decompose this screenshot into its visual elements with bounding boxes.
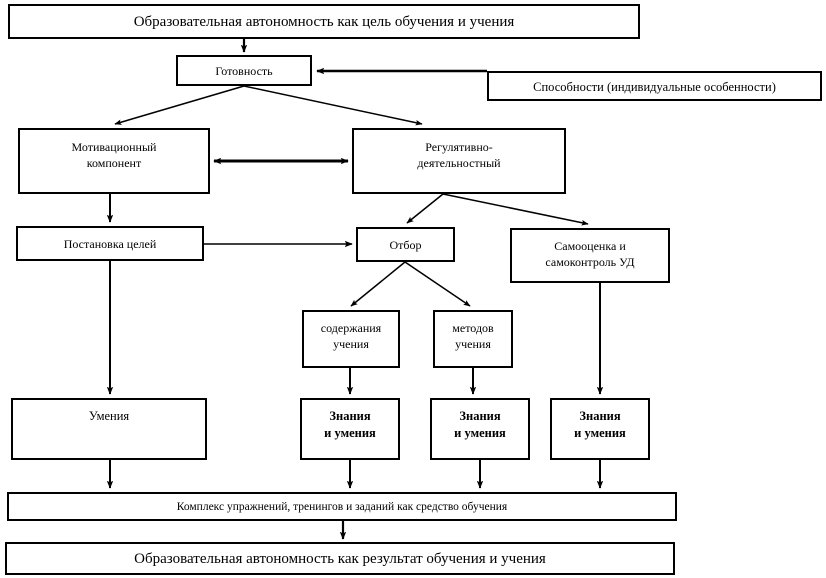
node-knowledge-skills-3-label: Знания и умения (574, 409, 626, 440)
node-abilities: Способности (индивидуальные особенности) (487, 71, 822, 101)
edge-regulative-to-self-evaluation (442, 193, 589, 226)
node-regulative-activity-label: Регулятивно- деятельностный (417, 140, 501, 171)
node-selection: Отбор (356, 227, 455, 262)
node-self-evaluation-label: Самооценка и самоконтроль УД (545, 239, 635, 270)
edge-readiness-to-motivational (114, 85, 245, 125)
node-knowledge-skills-1-label: Знания и умения (324, 409, 376, 440)
node-methods-of-learning: методов учения (433, 310, 513, 368)
node-skills-label: Умения (88, 409, 130, 423)
node-knowledge-skills-1: Знания и умения (300, 398, 400, 460)
edge-regulative-to-selection (406, 193, 444, 224)
node-goal: Образовательная автономность как цель об… (8, 4, 640, 39)
node-abilities-label: Способности (индивидуальные особенности) (533, 80, 776, 94)
node-regulative-activity: Регулятивно- деятельностный (352, 128, 566, 194)
edge-readiness-to-regulative (243, 85, 423, 126)
node-knowledge-skills-3: Знания и умения (550, 398, 650, 460)
edge-selection-to-content (350, 261, 406, 307)
node-readiness: Готовность (176, 55, 312, 86)
node-readiness-label: Готовность (215, 64, 273, 78)
node-selection-label: Отбор (389, 238, 422, 252)
node-methods-of-learning-label: методов учения (452, 321, 494, 352)
node-content-of-learning: содержания учения (302, 310, 400, 368)
node-goal-label: Образовательная автономность как цель об… (133, 14, 515, 30)
node-complex-of-exercises-label: Комплекс упражнений, тренингов и заданий… (176, 501, 508, 513)
node-goal-setting-label: Постановка целей (63, 237, 157, 251)
node-content-of-learning-label: содержания учения (320, 321, 382, 352)
node-motivational-component-label: Мотивационный компонент (71, 140, 157, 171)
node-result: Образовательная автономность как результ… (5, 542, 675, 575)
node-goal-setting: Постановка целей (16, 226, 204, 261)
node-skills: Умения (11, 398, 207, 460)
edge-selection-to-methods (404, 261, 471, 307)
node-self-evaluation: Самооценка и самоконтроль УД (510, 228, 670, 283)
node-motivational-component: Мотивационный компонент (18, 128, 210, 194)
node-knowledge-skills-2-label: Знания и умения (454, 409, 506, 440)
node-complex-of-exercises: Комплекс упражнений, тренингов и заданий… (7, 492, 677, 521)
node-result-label: Образовательная автономность как результ… (134, 551, 546, 567)
node-knowledge-skills-2: Знания и умения (430, 398, 530, 460)
